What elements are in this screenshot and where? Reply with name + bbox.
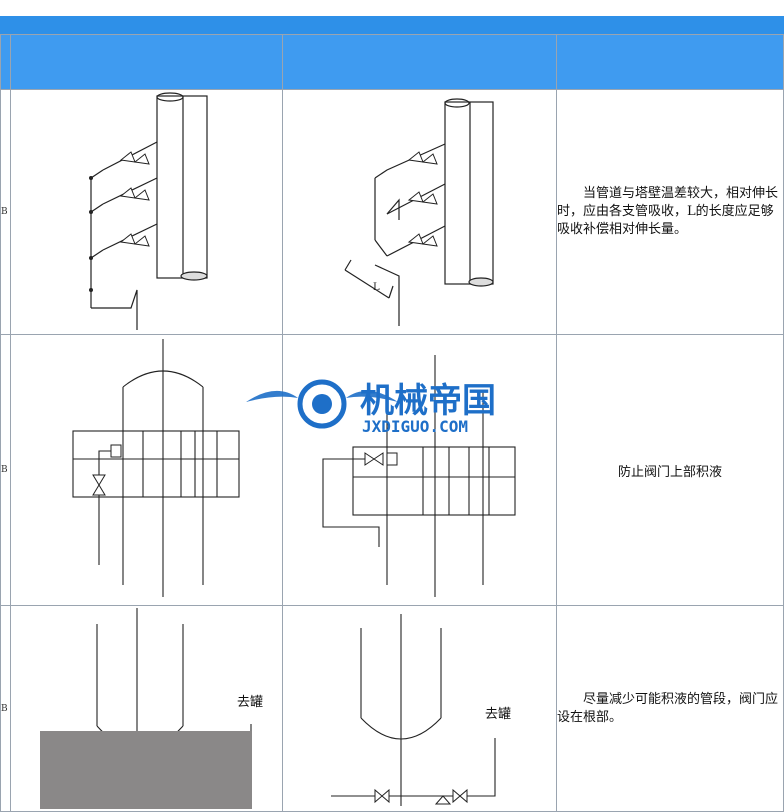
table-row: B: [0, 334, 784, 606]
watermark-logo: 机械帝国 JXDIGUO.COM: [246, 372, 546, 436]
header-cell-right: [281, 34, 557, 90]
drawing-drain-right: 去罐: [281, 605, 557, 812]
drawing-tower-branches-right: L: [281, 89, 557, 335]
header-row: [0, 34, 784, 90]
table-row: B 去罐: [0, 605, 784, 812]
occluding-block: [40, 731, 252, 809]
row-edge-label: B: [0, 334, 11, 606]
note-text: 当管道与塔壁温差较大，相对伸长时，应由各支管吸收，L的长度应足够吸收补偿相对伸长…: [556, 186, 778, 237]
row-edge-label: B: [0, 89, 11, 335]
wings-icon: [246, 390, 398, 402]
drawing-valve-right: [281, 334, 557, 606]
tank-tag: 去罐: [485, 707, 511, 722]
watermark-title: 机械帝国: [360, 381, 496, 421]
drawing-tower-branches-wrong: [9, 89, 283, 335]
note-cell: 当管道与塔壁温差较大，相对伸长时，应由各支管吸收，L的长度应足够吸收补偿相对伸长…: [555, 89, 784, 335]
table-row: B: [0, 89, 784, 335]
header-cell-note: [555, 34, 784, 90]
row-edge-label: B: [0, 605, 11, 812]
drawing-valve-wrong: [9, 334, 283, 606]
header-cell-wrong: [9, 34, 283, 90]
tank-tag: 去罐: [237, 695, 263, 710]
comparison-table: B: [0, 34, 784, 812]
dimension-label: L: [373, 282, 380, 293]
note-text: 防止阀门上部积液: [617, 464, 722, 480]
title-bar: [0, 16, 784, 34]
header-cell-index: [0, 34, 11, 90]
note-cell: 尽量减少可能积液的管段，阀门应设在根部。: [555, 605, 784, 812]
top-margin: [0, 0, 784, 16]
note-cell: 防止阀门上部积液: [555, 334, 784, 606]
note-text: 尽量减少可能积液的管段，阀门应设在根部。: [556, 691, 778, 725]
watermark-subtitle: JXDIGUO.COM: [362, 417, 468, 436]
